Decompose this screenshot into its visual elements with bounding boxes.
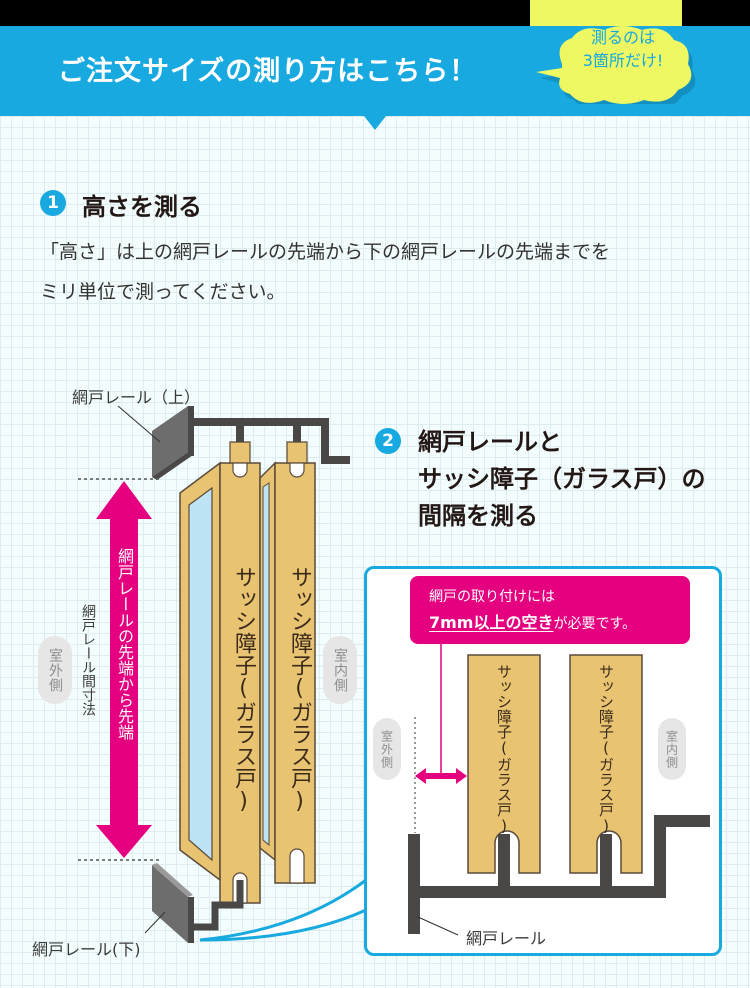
step-2-badge: 2 <box>375 428 401 454</box>
callout-line-1: 網戸の取り付けには <box>429 589 555 605</box>
inside-pill-left: 室内側 <box>323 636 357 704</box>
banner-title: ご注文サイズの測り方はこちら！ <box>58 56 478 87</box>
step-2-title-line-3: 間隔を測る <box>418 502 538 530</box>
bubble-line-1: 測るのは <box>590 28 655 47</box>
bubble-tab <box>530 0 682 28</box>
callout-line-2: 7mm以上の空きが必要です。 <box>429 609 636 633</box>
sash-panel-back <box>179 441 261 904</box>
step-1-title: 高さを測る <box>82 193 202 221</box>
outside-pill-inset: 室外側 <box>373 718 401 780</box>
outside-pill-left: 室外側 <box>38 636 72 704</box>
step-2-title-line-2: サッシ障子（ガラス戸）の <box>418 465 706 493</box>
callout-suffix: が必要です。 <box>553 616 637 632</box>
inset-sash-2 <box>569 654 643 874</box>
height-arrow-icon <box>96 481 152 858</box>
description-line-2: ミリ単位で測ってください。 <box>40 281 286 303</box>
step-2-title: 網戸レールと サッシ障子（ガラス戸）の 間隔を測る <box>418 424 706 535</box>
rail-top-label: 網戸レール（上） <box>72 388 201 407</box>
step-1-badge: 1 <box>40 190 66 216</box>
inset-rail-label: 網戸レール <box>466 929 547 948</box>
clearance-callout: 網戸の取り付けには 7mm以上の空きが必要です。 <box>410 576 690 644</box>
bottom-rail-icon <box>144 863 244 943</box>
inset-rail-icon <box>408 815 710 934</box>
rail-bottom-label: 網戸レール(下) <box>32 940 141 959</box>
step-1-description: 「高さ」は上の網戸レールの先端から下の網戸レールの先端までを ミリ単位で測ってく… <box>40 232 730 312</box>
sash-label-left-2: サッシ障子(ガラス戸) <box>287 566 312 814</box>
sash-label-left-1: サッシ障子(ガラス戸) <box>231 566 256 814</box>
inset-sash-label-2: サッシ障子(ガラス戸) <box>597 664 615 835</box>
bubble-line-2: 3箇所だけ! <box>582 51 664 70</box>
banner-pointer <box>364 116 386 130</box>
inset-sash-1 <box>467 654 541 874</box>
speech-bubble-icon <box>536 26 696 104</box>
dimension-label: 網戸レール間寸法 <box>80 604 96 716</box>
description-line-1: 「高さ」は上の網戸レールの先端から下の網戸レールの先端までを <box>40 241 611 263</box>
inside-pill-inset: 室内側 <box>658 718 686 780</box>
sash-panel-front <box>259 441 316 884</box>
step-2-title-line-1: 網戸レールと <box>418 428 562 456</box>
arrow-label: 網戸レールの先端から先端 <box>115 548 134 740</box>
inset-sash-label-1: サッシ障子(ガラス戸) <box>495 664 513 835</box>
callout-emphasis: 7mm以上の空き <box>429 613 554 632</box>
bubble-text: 測るのは 3箇所だけ! <box>558 26 688 72</box>
clearance-arrow-icon <box>415 768 467 784</box>
